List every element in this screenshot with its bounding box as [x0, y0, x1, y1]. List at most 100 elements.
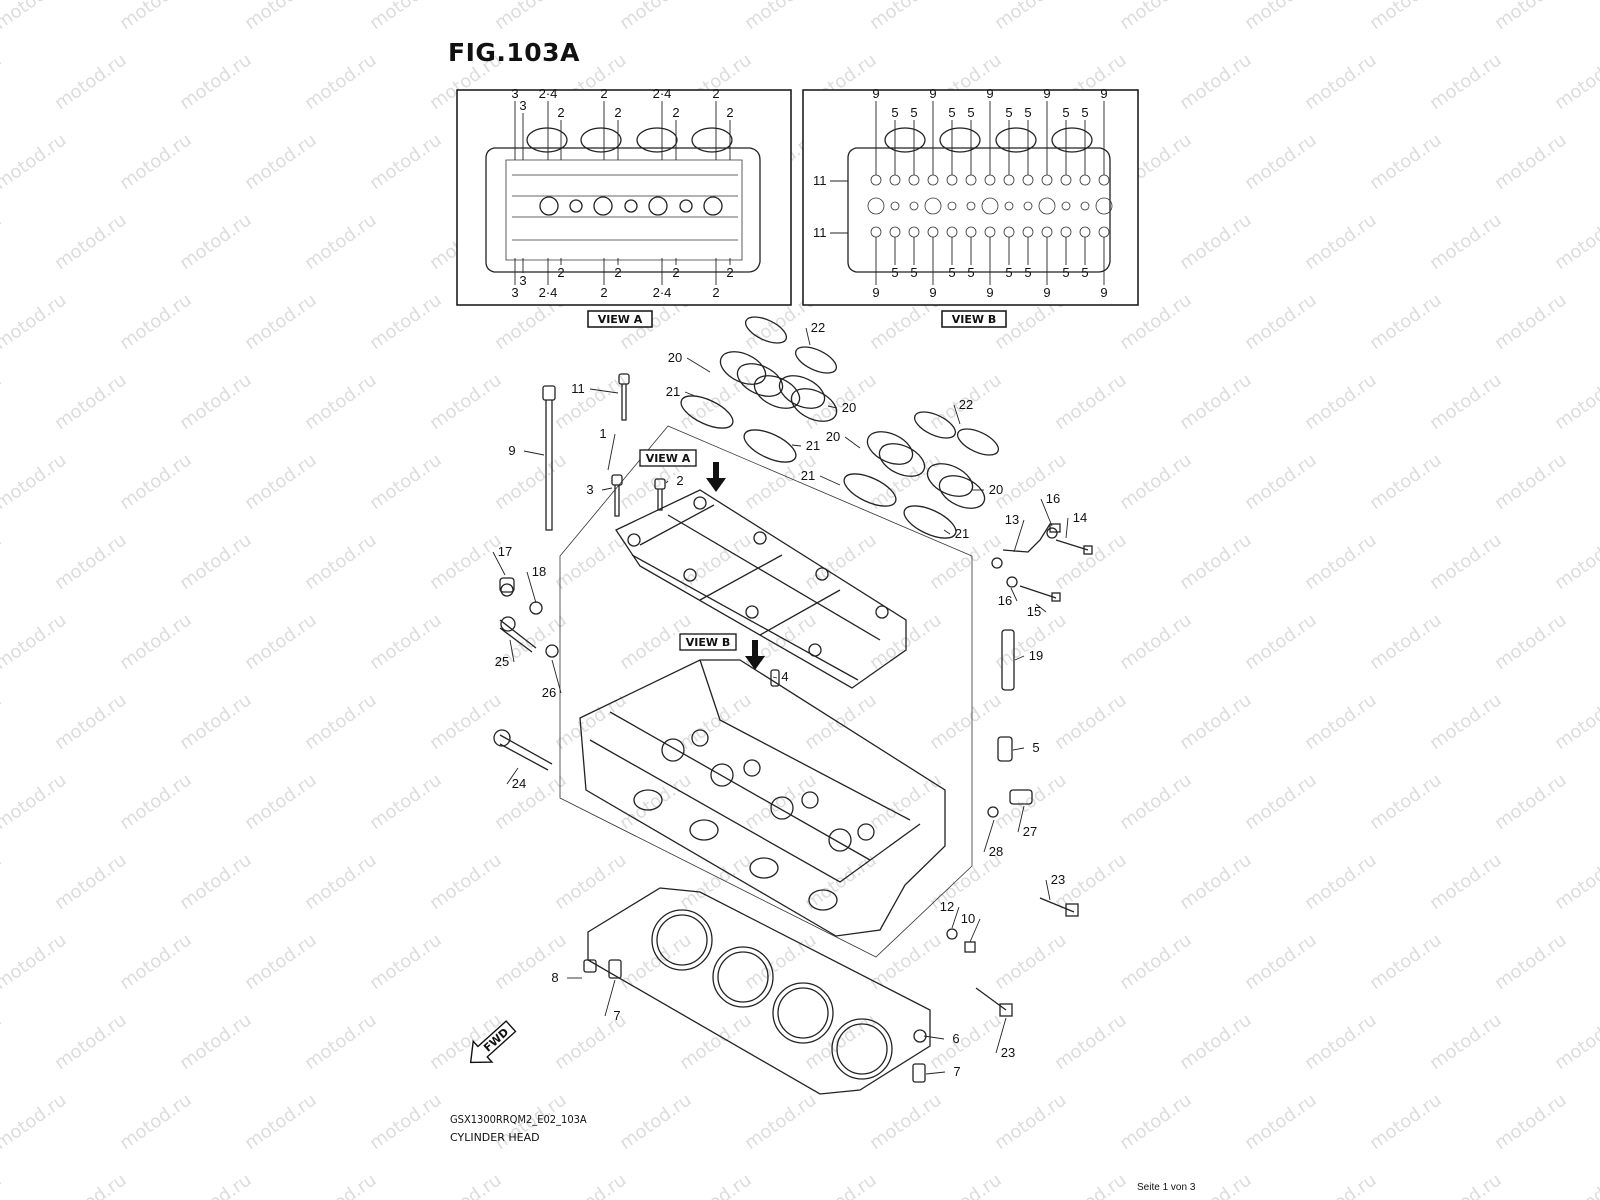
watermark-text: motod.ru	[926, 1170, 1006, 1200]
watermark-text: motod.ru	[1426, 210, 1506, 275]
watermark-text: motod.ru	[1426, 530, 1506, 595]
watermark-text: motod.ru	[866, 770, 946, 835]
callout-17: 17	[498, 544, 512, 559]
watermark-text: motod.ru	[741, 930, 821, 995]
model-code: GSX1300RRQM2_E02_103A	[450, 1113, 587, 1126]
watermark-text: motod.ru	[301, 530, 381, 595]
callout-13: 13	[1005, 512, 1019, 527]
watermark-text: motod.ru	[1426, 1170, 1506, 1200]
watermark-text: motod.ru	[1491, 610, 1571, 675]
watermark-text: motod.ru	[1051, 690, 1131, 755]
figure-title: FIG.103A	[448, 38, 580, 67]
watermark-text: motod.ru	[1491, 0, 1571, 34]
view-b-top-label: 9	[986, 86, 993, 101]
view-b-bottom-label: 5	[1062, 265, 1069, 280]
watermark-text: motod.ru	[616, 1090, 696, 1155]
callout-leader	[951, 906, 960, 929]
watermark-text: motod.ru	[491, 450, 571, 515]
watermark-text: motod.ru	[0, 1170, 6, 1200]
view-a-bottom-label: 2	[614, 265, 621, 280]
side-parts-drawing	[500, 523, 1093, 1083]
watermark-text: motod.ru	[551, 530, 631, 595]
watermark-text: motod.ru	[0, 530, 6, 595]
watermark-text: motod.ru	[1551, 1170, 1600, 1200]
watermark-text: motod.ru	[366, 1090, 446, 1155]
callout-22b: 22	[959, 397, 973, 412]
watermark-text: motod.ru	[51, 370, 131, 435]
watermark-text: motod.ru	[426, 370, 506, 435]
watermark-text: motod.ru	[1366, 0, 1446, 34]
watermark-text: motod.ru	[301, 1170, 381, 1200]
watermark-text: motod.ru	[1366, 1090, 1446, 1155]
callout-15: 15	[1027, 604, 1041, 619]
callout-leader	[943, 529, 951, 535]
page-number: Seite 1 von 3	[1137, 1182, 1196, 1193]
callout-21c: 21	[801, 468, 815, 483]
callout-leader	[523, 450, 545, 456]
callout-leader	[791, 444, 802, 447]
watermark-text: motod.ru	[866, 930, 946, 995]
watermark-text: motod.ru	[241, 130, 321, 195]
watermark-text: motod.ru	[0, 450, 71, 515]
callout-leader	[1013, 519, 1025, 553]
watermark-text: motod.ru	[991, 1090, 1071, 1155]
watermark-text: motod.ru	[366, 770, 446, 835]
callout-23b: 23	[1001, 1045, 1015, 1060]
watermark-text: motod.ru	[1116, 450, 1196, 515]
watermark-text: motod.ru	[0, 50, 6, 115]
watermark-text: motod.ru	[1491, 770, 1571, 835]
watermark-text: motod.ru	[741, 0, 821, 34]
watermark-text: motod.ru	[1176, 530, 1256, 595]
view-b-top-label: 9	[929, 86, 936, 101]
watermark-text: motod.ru	[51, 1170, 131, 1200]
view-b-bottom-label: 9	[872, 285, 879, 300]
watermark-text: motod.ru	[1176, 690, 1256, 755]
watermark-text: motod.ru	[1426, 1010, 1506, 1075]
callout-leader	[607, 433, 616, 471]
view-a-bottom-label: 2	[672, 265, 679, 280]
callout-leader	[925, 1071, 946, 1075]
callout-leader	[492, 551, 506, 576]
watermark-text: motod.ru	[866, 450, 946, 515]
view-a-bottom-label: 3	[519, 273, 526, 288]
view-b-bottom-label: 9	[929, 285, 936, 300]
callout-leader	[506, 767, 519, 785]
watermark-text: motod.ru	[1491, 450, 1571, 515]
cylinder-head-drawing	[579, 659, 946, 937]
watermark-text: motod.ru	[176, 50, 256, 115]
watermark-text: motod.ru	[301, 50, 381, 115]
callout-20a: 20	[668, 350, 682, 365]
watermark-text: motod.ru	[1426, 370, 1506, 435]
view-b-top-label: 5	[1081, 105, 1088, 120]
callout-21d: 21	[955, 526, 969, 541]
watermark-text: motod.ru	[241, 1090, 321, 1155]
watermark-text: motod.ru	[366, 290, 446, 355]
callout-leader	[1065, 517, 1069, 539]
watermark-text: motod.ru	[0, 290, 71, 355]
watermark-text: motod.ru	[1116, 930, 1196, 995]
watermark-text: motod.ru	[116, 1090, 196, 1155]
view-b-top-label: 5	[910, 105, 917, 120]
watermark-text: motod.ru	[741, 1090, 821, 1155]
view-a-bottom-label: 2	[712, 285, 719, 300]
watermark-text: motod.ru	[0, 1090, 71, 1155]
watermark-text: motod.ru	[51, 690, 131, 755]
watermark-text: motod.ru	[366, 930, 446, 995]
watermark-text: motod.ru	[1241, 610, 1321, 675]
watermark-text: motod.ru	[426, 690, 506, 755]
watermark-text: motod.ru	[51, 210, 131, 275]
watermark-text: motod.ru	[551, 1170, 631, 1200]
watermark-text: motod.ru	[491, 770, 571, 835]
view-a-top-label: 2·4	[653, 86, 672, 101]
view-b-top-label: 5	[891, 105, 898, 120]
head-gasket-drawing	[587, 887, 931, 1095]
watermark-text: motod.ru	[616, 930, 696, 995]
watermark-text: motod.ru	[926, 850, 1006, 915]
callout-leader	[953, 404, 961, 425]
view-b-side-label: 11	[813, 173, 827, 188]
callout-8: 8	[551, 970, 558, 985]
watermark-text: motod.ru	[991, 610, 1071, 675]
assembly-frame	[559, 425, 973, 958]
